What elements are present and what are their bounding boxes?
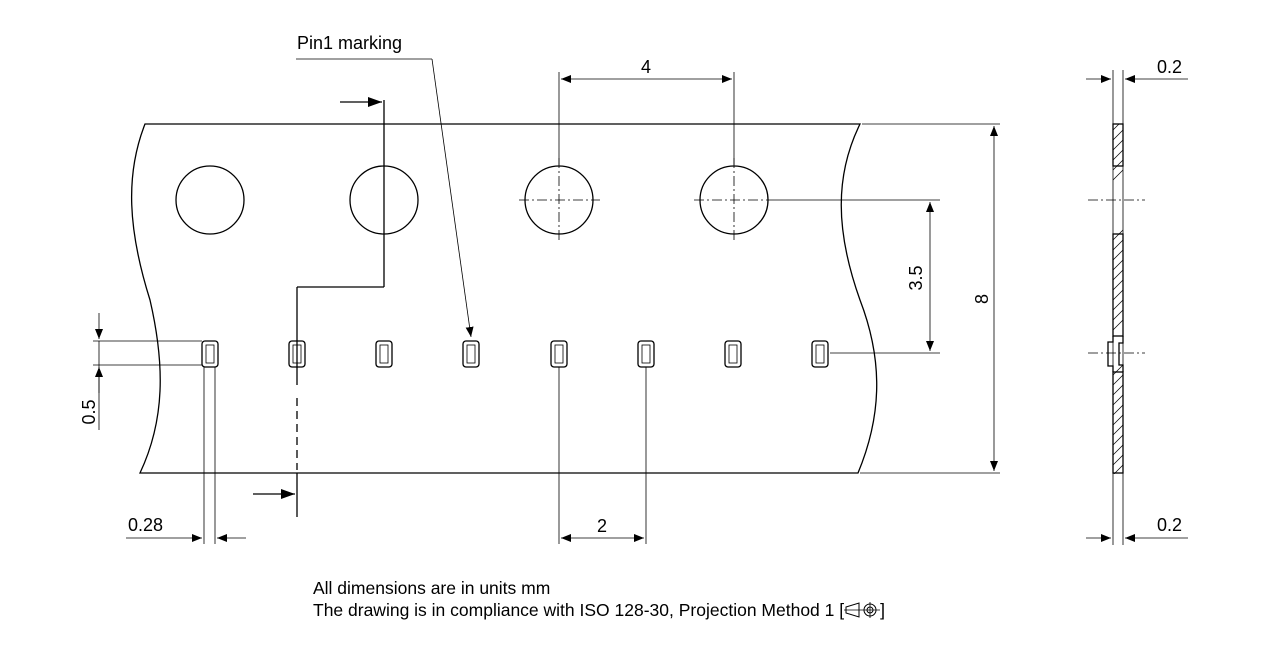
- cavity-row: [201, 340, 829, 368]
- compliance-end: ]: [880, 600, 885, 620]
- tape-outline: [130, 123, 878, 474]
- cavity: [201, 340, 219, 368]
- compliance-note: The drawing is in compliance with ISO 12…: [313, 600, 885, 624]
- dim-cavity-width: [126, 367, 246, 544]
- units-note: All dimensions are in units mm: [313, 578, 551, 598]
- section-cut-line: [253, 97, 385, 517]
- dim-thickness-bottom-label: 0.2: [1157, 515, 1182, 535]
- dim-cavity-length: [93, 313, 202, 430]
- dim-thickness-top-label: 0.2: [1157, 57, 1182, 77]
- pin1-leader: [296, 58, 474, 338]
- dim-tape-width: [860, 123, 1000, 474]
- cavity: [375, 340, 393, 368]
- cavity: [462, 340, 480, 368]
- dim-tape-width-label: 8: [972, 294, 992, 304]
- cavity: [811, 340, 829, 368]
- cavity: [724, 340, 742, 368]
- cavity: [550, 340, 568, 368]
- cavity: [637, 340, 655, 368]
- dim-hole-pitch-label: 4: [641, 57, 651, 77]
- side-view: [1086, 70, 1188, 545]
- dim-hole-pitch: [558, 72, 735, 165]
- dim-offset: [774, 199, 940, 354]
- first-angle-projection-icon: [844, 601, 881, 624]
- dim-cavity-width-label: 0.28: [128, 515, 163, 535]
- compliance-text: The drawing is in compliance with ISO 12…: [313, 600, 845, 620]
- dim-cavity-pitch-label: 2: [597, 516, 607, 536]
- dim-offset-label: 3.5: [906, 265, 926, 290]
- pin1-label: Pin1 marking: [297, 33, 402, 53]
- dim-cavity-length-label: 0.5: [79, 399, 99, 424]
- hatching: [1113, 124, 1123, 474]
- dim-cavity-pitch: [558, 367, 647, 544]
- sprocket-hole: [175, 165, 245, 235]
